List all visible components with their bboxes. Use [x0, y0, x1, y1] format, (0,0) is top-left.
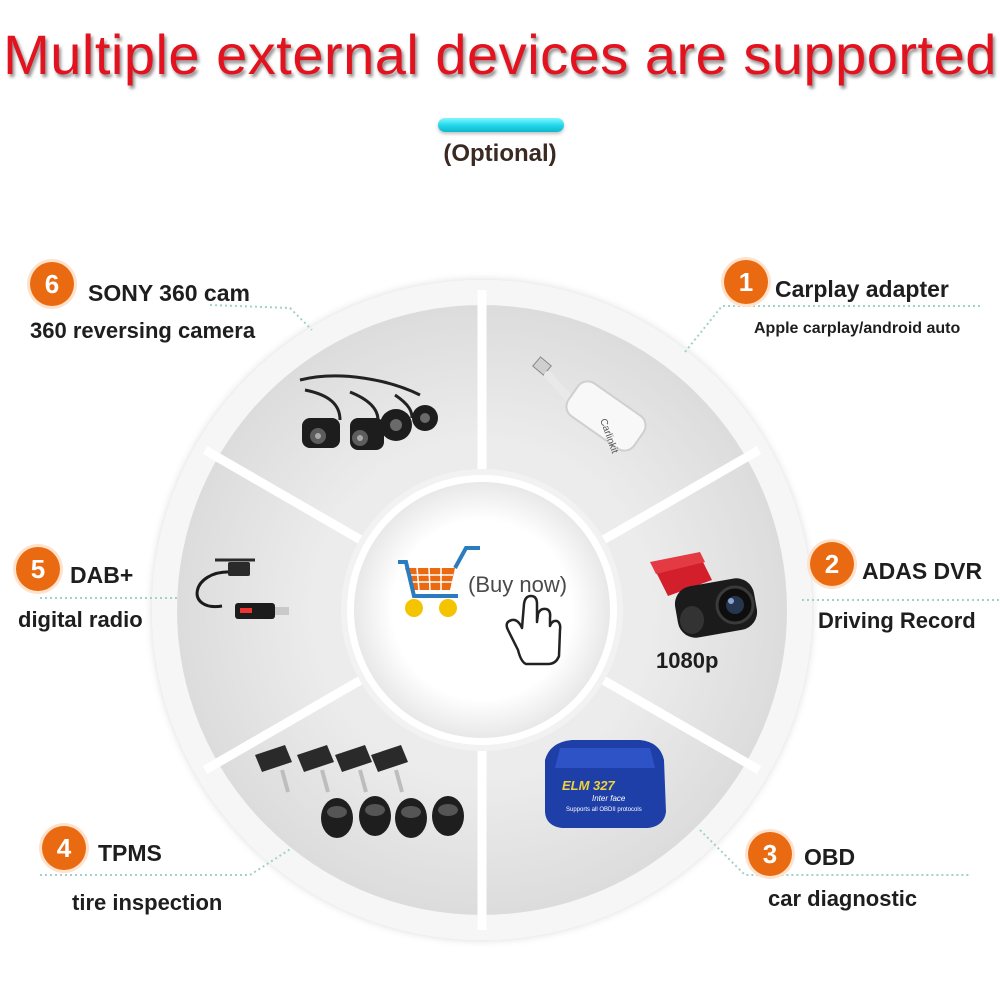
- device-3-name: OBD: [804, 844, 856, 870]
- device-6-name: SONY 360 cam: [88, 280, 250, 306]
- dab-antenna-icon: [195, 558, 289, 619]
- obd-line1: Inter face: [592, 794, 626, 803]
- tire-sensor-icon: [255, 745, 464, 838]
- device-1-desc: Apple carplay/android auto: [754, 320, 961, 337]
- badge-5: 5: [16, 547, 60, 591]
- buy-now-label[interactable]: (Buy now): [468, 572, 568, 597]
- badge-6: 6: [30, 262, 74, 306]
- device-2-name: ADAS DVR: [862, 558, 983, 584]
- shopping-cart-icon: [398, 546, 480, 617]
- obd-scanner-icon: ELM 327 Inter face Supports all OBDII pr…: [545, 740, 666, 828]
- page-title: Multiple external devices are supported: [3, 23, 997, 86]
- device-6-desc: 360 reversing camera: [30, 318, 256, 343]
- badge-2: 2: [810, 542, 854, 586]
- badge-1: 1: [724, 260, 768, 304]
- device-2-note: 1080p: [656, 648, 719, 673]
- device-4-name: TPMS: [98, 840, 162, 866]
- obd-line2: Supports all OBDII protocols: [566, 807, 642, 813]
- badge-3: 3: [748, 832, 792, 876]
- leader-lines: [40, 304, 1000, 876]
- device-5-desc: digital radio: [18, 607, 143, 632]
- device-3-desc: car diagnostic: [768, 886, 918, 911]
- device-1-name: Carplay adapter: [775, 276, 949, 302]
- camera-set-icon: [299, 374, 438, 450]
- optional-label: (Optional): [443, 140, 557, 167]
- device-4-desc: tire inspection: [72, 890, 223, 915]
- badge-4: 4: [42, 826, 86, 870]
- accent-bar: [438, 118, 564, 132]
- dash-camera-icon: [650, 552, 758, 638]
- hand-pointer-icon: [505, 594, 562, 666]
- device-2-desc: Driving Record: [818, 608, 976, 633]
- obd-brand: ELM 327: [562, 778, 616, 793]
- device-5-name: DAB+: [70, 562, 134, 588]
